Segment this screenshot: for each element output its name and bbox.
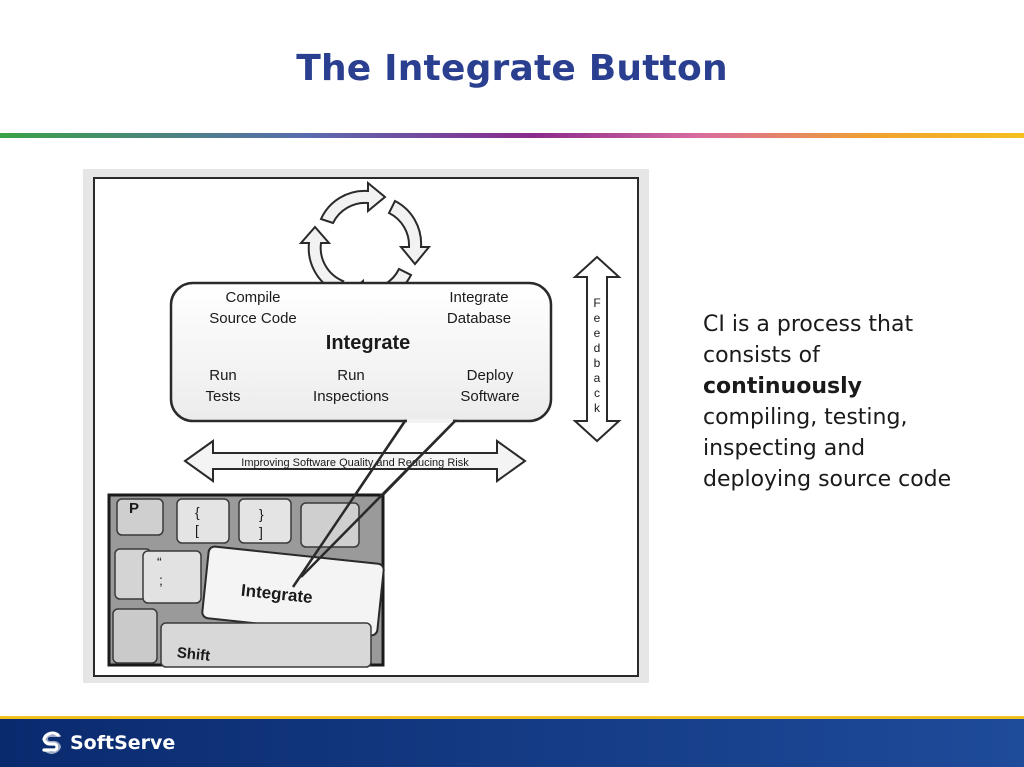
softserve-logo-icon [42,731,62,754]
svg-text:c: c [594,386,600,400]
svg-text:[: [ [195,522,199,538]
ci-description: CI is a process that consists of continu… [703,309,1003,495]
brand-name: SoftServe [70,732,176,754]
svg-text:e: e [594,326,601,340]
footer-accent-line [0,716,1024,719]
feedback-arrow-icon [572,255,622,443]
description-line-5: inspecting and [703,436,866,461]
svg-text:P: P [129,500,139,517]
integrate-db-label-2: Database [447,310,511,327]
svg-text:F: F [593,296,600,310]
svg-text:]: ] [259,524,263,540]
keyboard-photo: P { [ } ] “ ; Integrate Shift [107,493,385,668]
integrate-center-label: Integrate [326,332,410,354]
description-line-4: compiling, testing, [703,405,908,430]
description-line-6: deploying source code [703,467,952,492]
feedback-label: F e e d b a c k [593,296,601,415]
svg-text:e: e [594,311,601,325]
description-line-2: consists of [703,343,820,368]
svg-text:k: k [594,401,601,415]
description-line-1: CI is a process that [703,312,914,337]
quality-arrow-icon [183,439,527,483]
svg-text:{: { [195,504,200,520]
ci-diagram-figure: Compile Source Code Integrate Database I… [83,169,649,683]
run-tests-label-1: Run [209,367,237,384]
softserve-logo: SoftServe [38,728,175,758]
svg-text:d: d [594,341,601,355]
deploy-label-1: Deploy [467,367,514,384]
description-line-3: continuously [703,374,862,399]
svg-text:;: ; [159,572,163,588]
compile-label-2: Source Code [209,310,297,327]
integrate-db-label-1: Integrate [449,289,508,306]
ci-diagram: Compile Source Code Integrate Database I… [107,180,622,668]
footer-bar [0,719,1024,767]
quality-arrow-label: Improving Software Quality and Reducing … [241,457,469,469]
run-inspections-label-1: Run [337,367,365,384]
slide-title: The Integrate Button [296,48,728,89]
run-tests-label-2: Tests [205,388,240,405]
title-divider [0,133,1024,138]
svg-text:b: b [594,356,601,370]
svg-text:a: a [594,371,601,385]
compile-label-1: Compile [225,289,280,306]
svg-text:“: “ [157,554,162,570]
svg-text:}: } [259,506,264,522]
run-inspections-label-2: Inspections [313,388,389,405]
deploy-label-2: Software [460,388,519,405]
shift-key-label: Shift [176,644,211,664]
integrate-process-box [169,281,553,423]
